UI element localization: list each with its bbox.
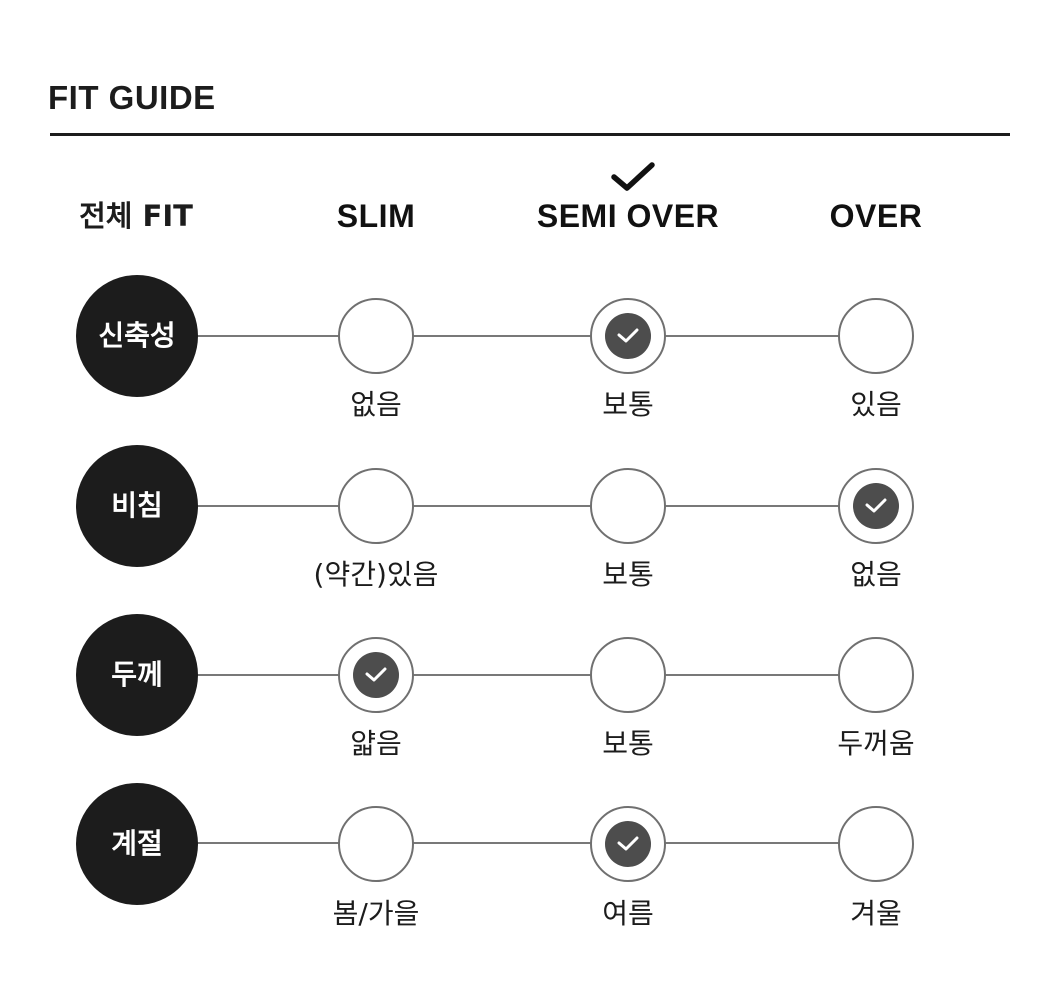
option-label: (약간)있음 [313, 558, 439, 591]
category-sheerness: 비침 [76, 445, 198, 567]
title-divider [50, 133, 1010, 136]
option-label: 보통 [602, 727, 654, 760]
option-label: 얇음 [350, 727, 402, 760]
row-line-sheerness [190, 505, 890, 507]
selected-check-icon [605, 313, 651, 359]
row-line-thickness [190, 674, 890, 676]
option-season-over[interactable] [838, 806, 914, 882]
option-label: 봄/가을 [332, 897, 420, 930]
header-slim-label: SLIM [336, 198, 416, 234]
category-thickness: 두께 [76, 614, 198, 736]
option-label: 있음 [850, 388, 902, 421]
check-icon [611, 162, 655, 191]
option-label: 여름 [602, 897, 654, 930]
header-semi-over-label: SEMI OVER [536, 198, 720, 234]
category-season: 계절 [76, 783, 198, 905]
option-stretch-over[interactable] [838, 298, 914, 374]
category-stretch: 신축성 [76, 275, 198, 397]
option-sheerness-semi-over[interactable] [590, 468, 666, 544]
page-title: FIT GUIDE [48, 79, 216, 116]
header-over-label: OVER [829, 198, 923, 234]
option-label: 보통 [602, 388, 654, 421]
option-label: 없음 [850, 558, 902, 591]
selected-check-icon [353, 652, 399, 698]
option-season-slim[interactable] [338, 806, 414, 882]
option-label: 보통 [602, 558, 654, 591]
option-season-semi-over[interactable] [590, 806, 666, 882]
selected-check-icon [605, 821, 651, 867]
option-label: 두꺼움 [837, 727, 915, 760]
option-sheerness-slim[interactable] [338, 468, 414, 544]
selected-check-icon [853, 483, 899, 529]
option-thickness-slim[interactable] [338, 637, 414, 713]
option-thickness-semi-over[interactable] [590, 637, 666, 713]
row-line-season [190, 842, 890, 844]
option-stretch-slim[interactable] [338, 298, 414, 374]
option-sheerness-over[interactable] [838, 468, 914, 544]
row-line-stretch [190, 335, 890, 337]
option-label: 겨울 [850, 897, 902, 930]
option-label: 없음 [350, 388, 402, 421]
option-stretch-semi-over[interactable] [590, 298, 666, 374]
header-all-fit-label: 전체 FIT [79, 199, 193, 233]
option-thickness-over[interactable] [838, 637, 914, 713]
